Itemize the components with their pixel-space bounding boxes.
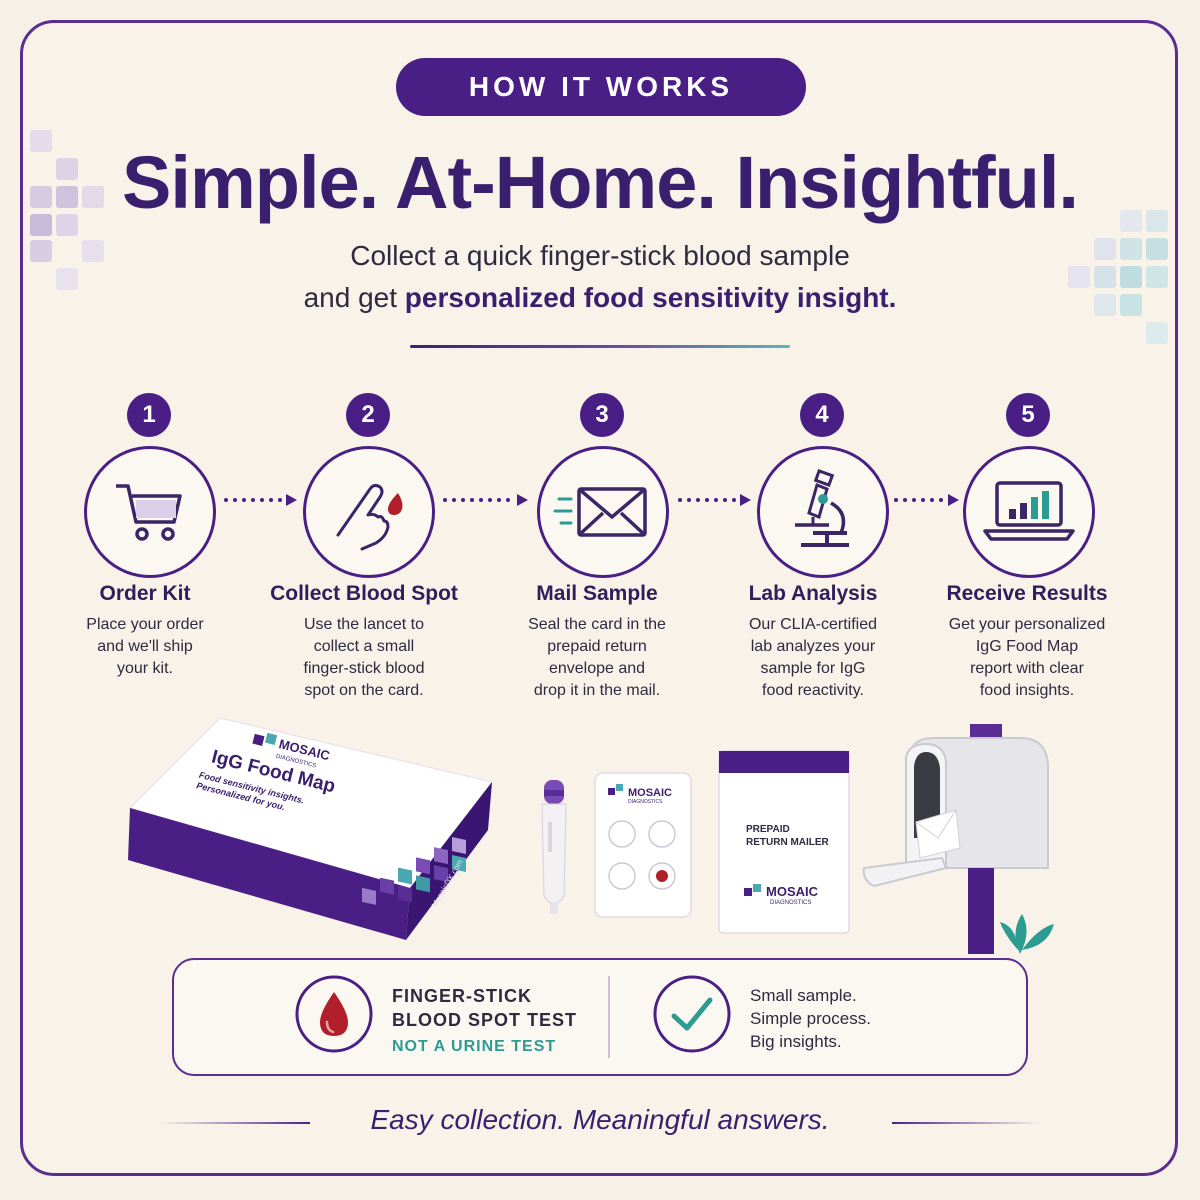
desc-line: Use the lancet to bbox=[303, 616, 425, 633]
step-title: Mail Sample bbox=[536, 582, 658, 605]
subtitle-prefix: and get bbox=[303, 282, 405, 313]
desc-line: your kit. bbox=[116, 660, 173, 677]
feature-line: FINGER-STICK bbox=[392, 986, 532, 1006]
subtitle-line-1: Collect a quick finger-stick blood sampl… bbox=[350, 240, 850, 271]
subtitle-highlight: personalized food sensitivity insight. bbox=[404, 282, 897, 313]
step-description: Place your order and we'll ship your kit… bbox=[40, 614, 250, 680]
step-number-badge: 4 bbox=[800, 393, 844, 437]
feature-line: BLOOD SPOT TEST bbox=[392, 1010, 578, 1030]
lancet-illustration bbox=[541, 780, 567, 914]
blood-spot-card-illustration: MOSAIC DIAGNOSTICS bbox=[594, 772, 692, 918]
step-number-badge: 3 bbox=[580, 393, 624, 437]
mailer-label-line: PREPAID bbox=[746, 824, 790, 835]
desc-line: prepaid return bbox=[547, 638, 647, 655]
step-description: Our CLIA-certified lab analyzes your sam… bbox=[708, 614, 918, 702]
title-divider bbox=[410, 345, 790, 348]
step-title: Lab Analysis bbox=[748, 582, 878, 605]
desc-line: Place your order bbox=[86, 616, 204, 633]
desc-line: Our CLIA-certified bbox=[748, 616, 878, 633]
not-urine-test-note: NOT A URINE TEST bbox=[392, 1038, 557, 1055]
mailbox-illustration bbox=[862, 724, 1054, 954]
blood-spot-test-label: FINGER-STICK BLOOD SPOT TEST bbox=[392, 984, 577, 1032]
benefit-line: Big insights. bbox=[750, 1032, 842, 1051]
desc-line: drop it in the mail. bbox=[533, 682, 661, 699]
page-title: Simple. At-Home. Insightful. bbox=[122, 141, 1079, 224]
benefit-line: Small sample. bbox=[750, 986, 857, 1005]
desc-line: lab analyzes your bbox=[750, 638, 876, 655]
feature-benefits: Small sample. Simple process. Big insigh… bbox=[750, 984, 871, 1053]
step-title: Collect Blood Spot bbox=[270, 582, 458, 605]
step-number-badge: 1 bbox=[127, 393, 171, 437]
shopping-cart-icon bbox=[84, 446, 216, 578]
subtitle-line-2: and get personalized food sensitivity in… bbox=[0, 282, 1200, 314]
checkmark-icon bbox=[653, 975, 731, 1053]
step-description: Get your personalized IgG Food Map repor… bbox=[922, 614, 1132, 702]
blood-drop-icon bbox=[295, 975, 373, 1053]
tagline-rule-left bbox=[160, 1122, 310, 1124]
microscope-icon bbox=[757, 446, 889, 578]
card-brand-sub: DIAGNOSTICS bbox=[628, 799, 663, 805]
card-brand: MOSAIC bbox=[628, 787, 672, 799]
dotted-arrow-connector bbox=[678, 494, 751, 506]
laptop-chart-icon bbox=[963, 446, 1095, 578]
desc-line: and we'll ship bbox=[97, 638, 193, 655]
desc-line: Get your personalized bbox=[948, 616, 1106, 633]
desc-line: food reactivity. bbox=[762, 682, 864, 699]
how-it-works-badge: HOW IT WORKS bbox=[396, 58, 806, 116]
dotted-arrow-connector bbox=[443, 494, 528, 506]
desc-line: finger-stick blood bbox=[303, 660, 425, 677]
prepaid-mailer-illustration: PREPAID RETURN MAILER MOSAIC DIAGNOSTICS bbox=[718, 750, 850, 934]
envelope-icon bbox=[537, 446, 669, 578]
step-title: Order Kit bbox=[99, 582, 191, 605]
desc-line: IgG Food Map bbox=[975, 638, 1079, 655]
desc-line: envelope and bbox=[548, 660, 646, 677]
desc-line: spot on the card. bbox=[304, 682, 424, 699]
step-description: Seal the card in the prepaid return enve… bbox=[492, 614, 702, 702]
step-title: Receive Results bbox=[946, 582, 1108, 605]
benefit-line: Simple process. bbox=[750, 1009, 871, 1028]
kit-box-illustration: MOSAIC DIAGNOSTICS IgG Food Map Food sen… bbox=[128, 717, 493, 940]
tagline-rule-right bbox=[892, 1122, 1042, 1124]
mailer-brand-sub: DIAGNOSTICS bbox=[770, 900, 811, 906]
finger-blood-drop-icon bbox=[303, 446, 435, 578]
desc-line: food insights. bbox=[979, 682, 1075, 699]
dotted-arrow-connector bbox=[224, 494, 297, 506]
mailer-brand: MOSAIC bbox=[766, 884, 819, 899]
desc-line: collect a small bbox=[313, 638, 415, 655]
step-description: Use the lancet to collect a small finger… bbox=[259, 614, 469, 702]
step-number-badge: 5 bbox=[1006, 393, 1050, 437]
desc-line: sample for IgG bbox=[760, 660, 866, 677]
mailer-label-line: RETURN MAILER bbox=[746, 837, 830, 848]
dotted-arrow-connector bbox=[894, 494, 959, 506]
step-number-badge: 2 bbox=[346, 393, 390, 437]
feature-divider bbox=[608, 976, 610, 1058]
desc-line: Seal the card in the bbox=[528, 616, 666, 633]
closing-tagline: Easy collection. Meaningful answers. bbox=[370, 1104, 830, 1135]
desc-line: report with clear bbox=[970, 660, 1084, 677]
